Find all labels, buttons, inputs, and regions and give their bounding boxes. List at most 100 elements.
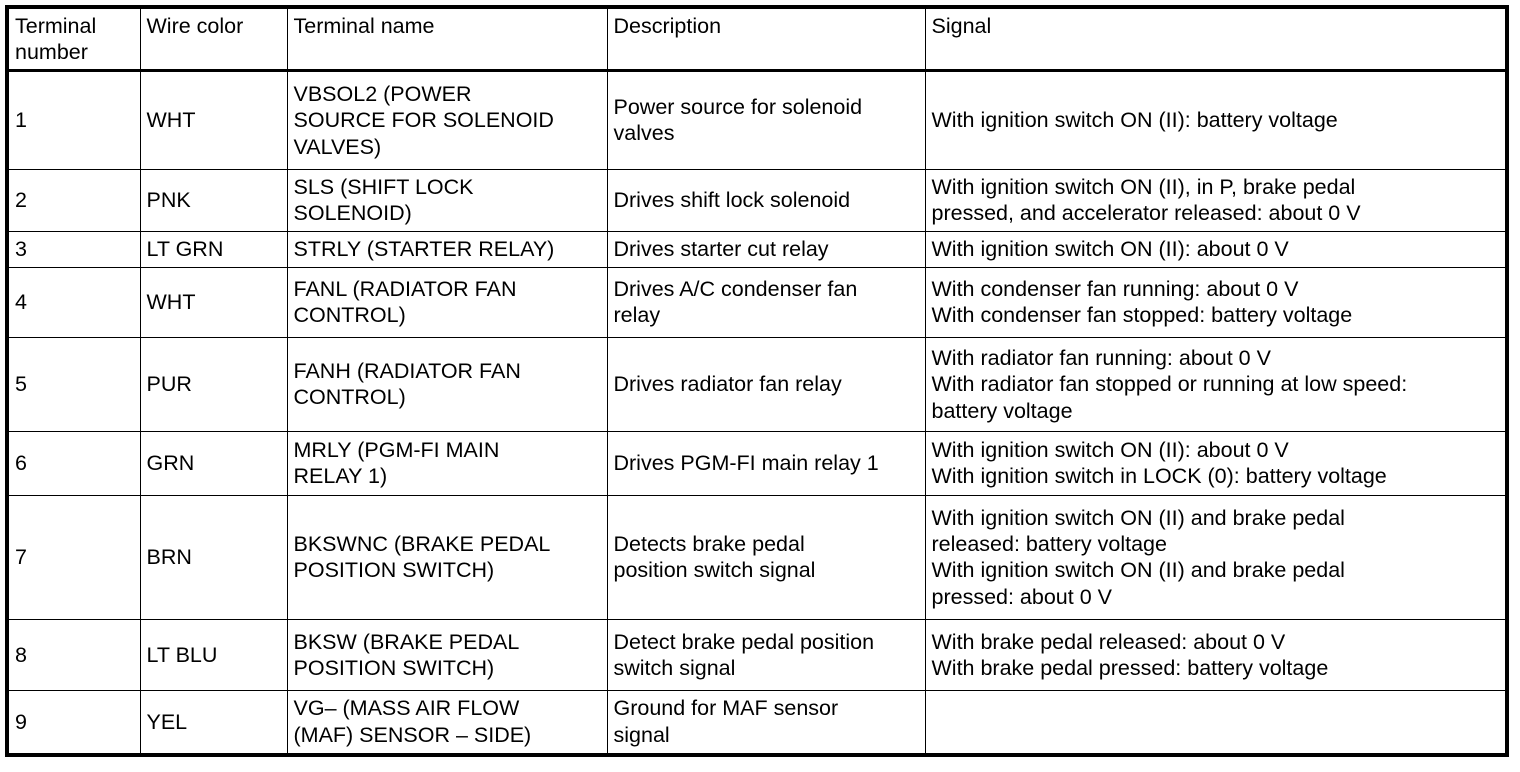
column-header-terminal-number-line2: number: [15, 40, 88, 65]
cell-terminal-number-value: 2: [15, 188, 27, 213]
cell-description: Drives shift lock solenoid: [606, 169, 926, 233]
column-header-wire-color-line1: Wire color: [146, 14, 244, 38]
cell-terminal-number-value: 7: [15, 545, 27, 570]
cell-terminal-name: STRLY (STARTER RELAY): [286, 231, 608, 269]
cell-description-line: Detects brake pedal: [613, 532, 805, 557]
cell-signal-line: With ignition switch ON (II), in P, brak…: [931, 175, 1356, 200]
cell-description: Drives radiator fan relay: [606, 337, 926, 433]
cell-description-line: Drives radiator fan relay: [613, 372, 842, 397]
cell-signal-line: With radiator fan stopped or running at …: [931, 372, 1408, 397]
cell-wire-color-value: LT GRN: [146, 237, 224, 262]
column-header-description: Description: [606, 6, 926, 73]
terminal-pinout-table: Terminal number Wire color Terminal name…: [5, 5, 1509, 757]
cell-terminal-name-line: POSITION SWITCH): [293, 558, 495, 583]
cell-description-line: Detect brake pedal position: [613, 629, 875, 654]
cell-description-line: position switch signal: [613, 558, 816, 583]
cell-signal-line: With brake pedal released: about 0 V: [931, 629, 1286, 654]
column-header-terminal-name: Terminal name: [286, 6, 608, 73]
cell-signal-line: battery voltage: [931, 398, 1073, 423]
cell-terminal-number-value: 3: [15, 237, 27, 262]
cell-terminal-number: 7: [6, 495, 141, 621]
column-header-description-line1: Description: [613, 14, 722, 38]
cell-terminal-name-line: STRLY (STARTER RELAY): [293, 237, 555, 262]
cell-signal: With ignition switch ON (II) and brake p…: [924, 495, 1508, 621]
cell-signal-line: With ignition switch ON (II) and brake p…: [931, 506, 1345, 530]
cell-terminal-number: 1: [6, 70, 141, 171]
column-header-signal-line1: Signal: [931, 14, 992, 38]
cell-signal-line: pressed, and accelerator released: about…: [931, 201, 1361, 226]
cell-signal-line: With brake pedal pressed: battery voltag…: [931, 655, 1329, 680]
cell-description: Drives PGM-FI main relay 1: [606, 431, 926, 497]
cell-description-line: Drives shift lock solenoid: [613, 188, 851, 213]
table-header: Terminal number Wire color Terminal name…: [6, 6, 1508, 73]
cell-terminal-number: 4: [6, 267, 141, 339]
table-header-row: Terminal number Wire color Terminal name…: [6, 6, 1508, 73]
cell-terminal-number: 5: [6, 337, 141, 433]
cell-description-line: signal: [613, 722, 670, 747]
cell-signal-line: With condenser fan stopped: battery volt…: [931, 303, 1353, 328]
cell-terminal-number-value: 6: [15, 451, 27, 476]
cell-description-line: switch signal: [613, 655, 736, 680]
cell-signal: With ignition switch ON (II): battery vo…: [924, 70, 1508, 171]
table-row: 3 LT GRN STRLY (STARTER RELAY) Drives start…: [6, 231, 1508, 269]
cell-wire-color: GRN: [139, 431, 288, 497]
cell-terminal-name-line: SOURCE FOR SOLENOID: [293, 108, 554, 133]
cell-terminal-number-value: 5: [15, 372, 27, 397]
column-header-terminal-number-line1: Terminal: [15, 14, 97, 38]
cell-terminal-number-value: 1: [15, 108, 27, 133]
cell-wire-color-value: BRN: [146, 545, 192, 570]
cell-signal-line: released: battery voltage: [931, 532, 1167, 557]
cell-description-line: Power source for solenoid: [613, 95, 863, 120]
cell-signal: [924, 690, 1508, 756]
cell-terminal-name-line: (MAF) SENSOR – SIDE): [293, 722, 532, 747]
cell-wire-color: WHT: [139, 70, 288, 171]
cell-terminal-number: 6: [6, 431, 141, 497]
cell-description: Drives starter cut relay: [606, 231, 926, 269]
cell-signal-line: With ignition switch ON (II): about 0 V: [931, 237, 1289, 262]
cell-signal-line: pressed: about 0 V: [931, 584, 1112, 609]
cell-wire-color-value: PNK: [146, 188, 191, 213]
cell-wire-color: YEL: [139, 690, 288, 756]
cell-description-line: Drives PGM-FI main relay 1: [613, 451, 879, 476]
cell-terminal-name-line: RELAY 1): [293, 464, 388, 489]
cell-wire-color: WHT: [139, 267, 288, 339]
cell-wire-color-value: WHT: [146, 108, 196, 133]
cell-wire-color: PNK: [139, 169, 288, 233]
cell-signal-line: With ignition switch in LOCK (0): batter…: [931, 464, 1387, 489]
cell-terminal-name-line: BKSWNC (BRAKE PEDAL: [293, 532, 551, 557]
cell-terminal-number-value: 8: [15, 642, 27, 667]
cell-wire-color: LT BLU: [139, 619, 288, 692]
column-header-signal: Signal: [924, 6, 1508, 73]
cell-description-line: valves: [613, 121, 675, 146]
cell-signal: With ignition switch ON (II), in P, brak…: [924, 169, 1508, 233]
cell-terminal-name-line: MRLY (PGM-FI MAIN: [293, 438, 500, 463]
cell-wire-color-value: GRN: [146, 451, 195, 476]
cell-description-line: Drives A/C condenser fan: [613, 277, 858, 302]
cell-wire-color-value: WHT: [146, 290, 196, 315]
cell-signal-line: With ignition switch ON (II): battery vo…: [931, 108, 1338, 133]
cell-terminal-number: 8: [6, 619, 141, 692]
column-header-terminal-number: Terminal number: [6, 6, 141, 73]
cell-terminal-name-line: POSITION SWITCH): [293, 655, 495, 680]
cell-wire-color-value: PUR: [146, 372, 192, 397]
cell-wire-color: PUR: [139, 337, 288, 433]
cell-signal-line: With ignition switch ON (II): about 0 V: [931, 438, 1289, 463]
cell-description-line: Ground for MAF sensor: [613, 696, 839, 721]
